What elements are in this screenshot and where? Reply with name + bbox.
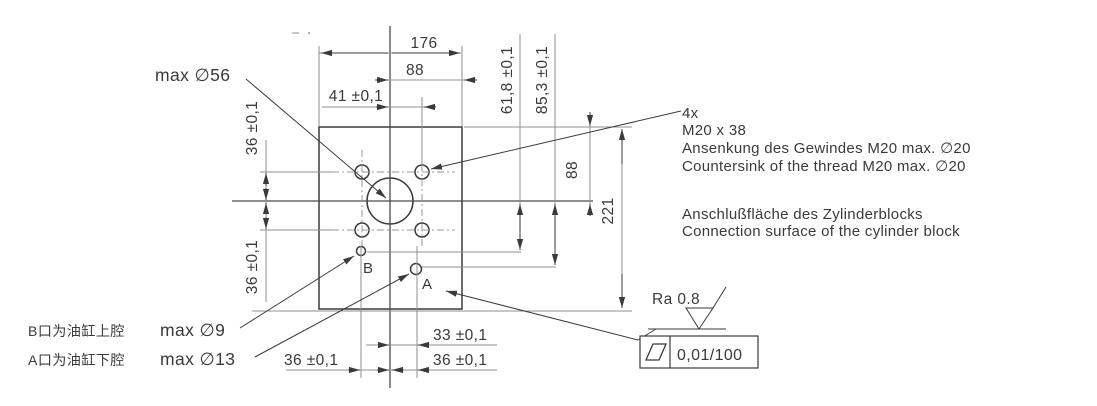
extension-line-group bbox=[252, 34, 632, 378]
callout-max-bore: max ∅56 bbox=[155, 65, 230, 85]
flatness-control-frame bbox=[639, 335, 759, 369]
hole-label-b: B bbox=[363, 260, 373, 277]
dim-33-bottom: 33 ±0,1 bbox=[433, 327, 487, 344]
dimension-arrow-group bbox=[262, 49, 626, 374]
note-countersink-de: Ansenkung des Gewindes M20 max. ∅20 bbox=[682, 140, 971, 157]
dim-36-left-bottom: 36 ±0,1 bbox=[244, 240, 261, 294]
dim-85-3: 85,3 ±0,1 bbox=[534, 46, 551, 114]
dim-61-8: 61,8 ±0,1 bbox=[499, 46, 516, 114]
callout-max-a: max ∅13 bbox=[160, 349, 235, 369]
dim-221: 221 bbox=[600, 197, 617, 224]
callout-max-b: max ∅9 bbox=[160, 320, 225, 340]
flatness-icon bbox=[645, 343, 667, 361]
note-surface-en: Connection surface of the cylinder block bbox=[682, 223, 960, 240]
note-port-a-chinese: A口为油缸下腔 bbox=[28, 352, 125, 368]
dim-36-left-top: 36 ±0,1 bbox=[244, 101, 261, 155]
hole-label-a: A bbox=[422, 276, 432, 293]
stray-mark bbox=[308, 32, 310, 34]
roughness-label: Ra 0.8 bbox=[652, 291, 700, 308]
leader-m20-holes bbox=[430, 110, 682, 170]
dimension-text-group: 176 88 41 ±0,1 61,8 ±0,1 85,3 ±0,1 88 22… bbox=[244, 35, 617, 369]
note-thread: M20 x 38 bbox=[682, 122, 746, 139]
callout-text-group: max ∅56 max ∅9 max ∅13 B口为油缸上腔 A口为油缸下腔 4… bbox=[28, 65, 971, 369]
leader-max-bore bbox=[245, 78, 387, 199]
surface-finish-icon bbox=[685, 307, 714, 330]
flatness-value: 0,01/100 bbox=[677, 347, 742, 364]
dim-41: 41 ±0,1 bbox=[329, 88, 383, 105]
leader-port-b bbox=[239, 255, 355, 329]
note-countersink-en: Countersink of the thread M20 max. ∅20 bbox=[682, 158, 966, 175]
port-a-hole bbox=[409, 262, 423, 276]
dim-176: 176 bbox=[410, 35, 437, 52]
note-surface-de: Anschlußfläche des Zylinderblocks bbox=[682, 206, 923, 223]
dim-88-top: 88 bbox=[406, 62, 424, 79]
surface-finish-tail bbox=[712, 286, 727, 309]
dim-36-bottom-left: 36 ±0,1 bbox=[284, 352, 338, 369]
surface-finish-group bbox=[639, 286, 759, 369]
centerline-group bbox=[232, 26, 593, 388]
note-port-b-chinese: B口为油缸上腔 bbox=[28, 323, 125, 339]
dim-88-right: 88 bbox=[564, 161, 581, 179]
leader-port-a bbox=[254, 273, 410, 358]
note-holes-count: 4x bbox=[682, 105, 699, 122]
leader-surface-callout bbox=[445, 290, 639, 341]
dim-36-bottom-right: 36 ±0,1 bbox=[433, 352, 487, 369]
